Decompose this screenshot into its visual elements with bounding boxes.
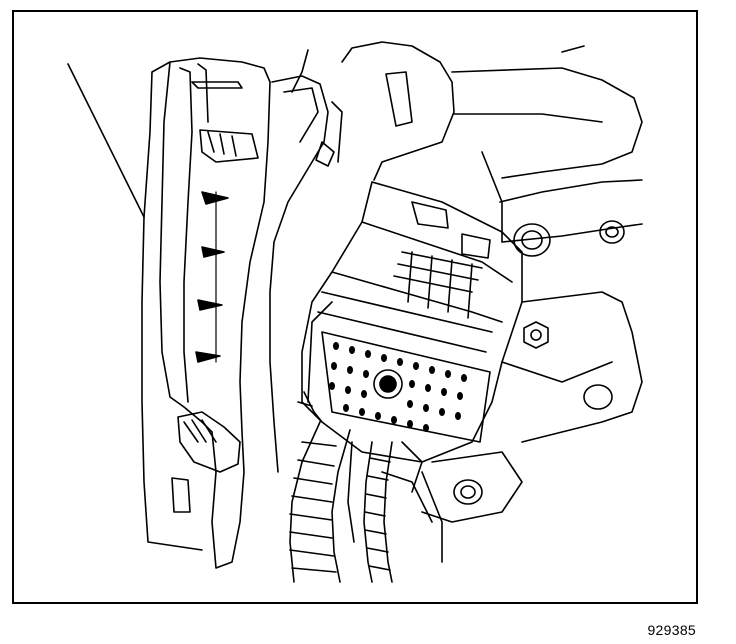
lower-brace (381, 291, 643, 563)
wire-harness-left (289, 421, 351, 583)
connector-body (297, 181, 523, 463)
wire-harness-right (347, 441, 423, 583)
figure-number: 929385 (647, 622, 696, 638)
illustration-frame (12, 10, 698, 604)
upper-bracket (291, 41, 643, 243)
trim-panel (141, 57, 329, 569)
center-bolt (373, 369, 403, 399)
wiring-connector-line-art-icon (67, 41, 643, 583)
pin-cavities (329, 342, 467, 432)
leader-line (67, 63, 145, 218)
bracket-holes (453, 220, 625, 505)
